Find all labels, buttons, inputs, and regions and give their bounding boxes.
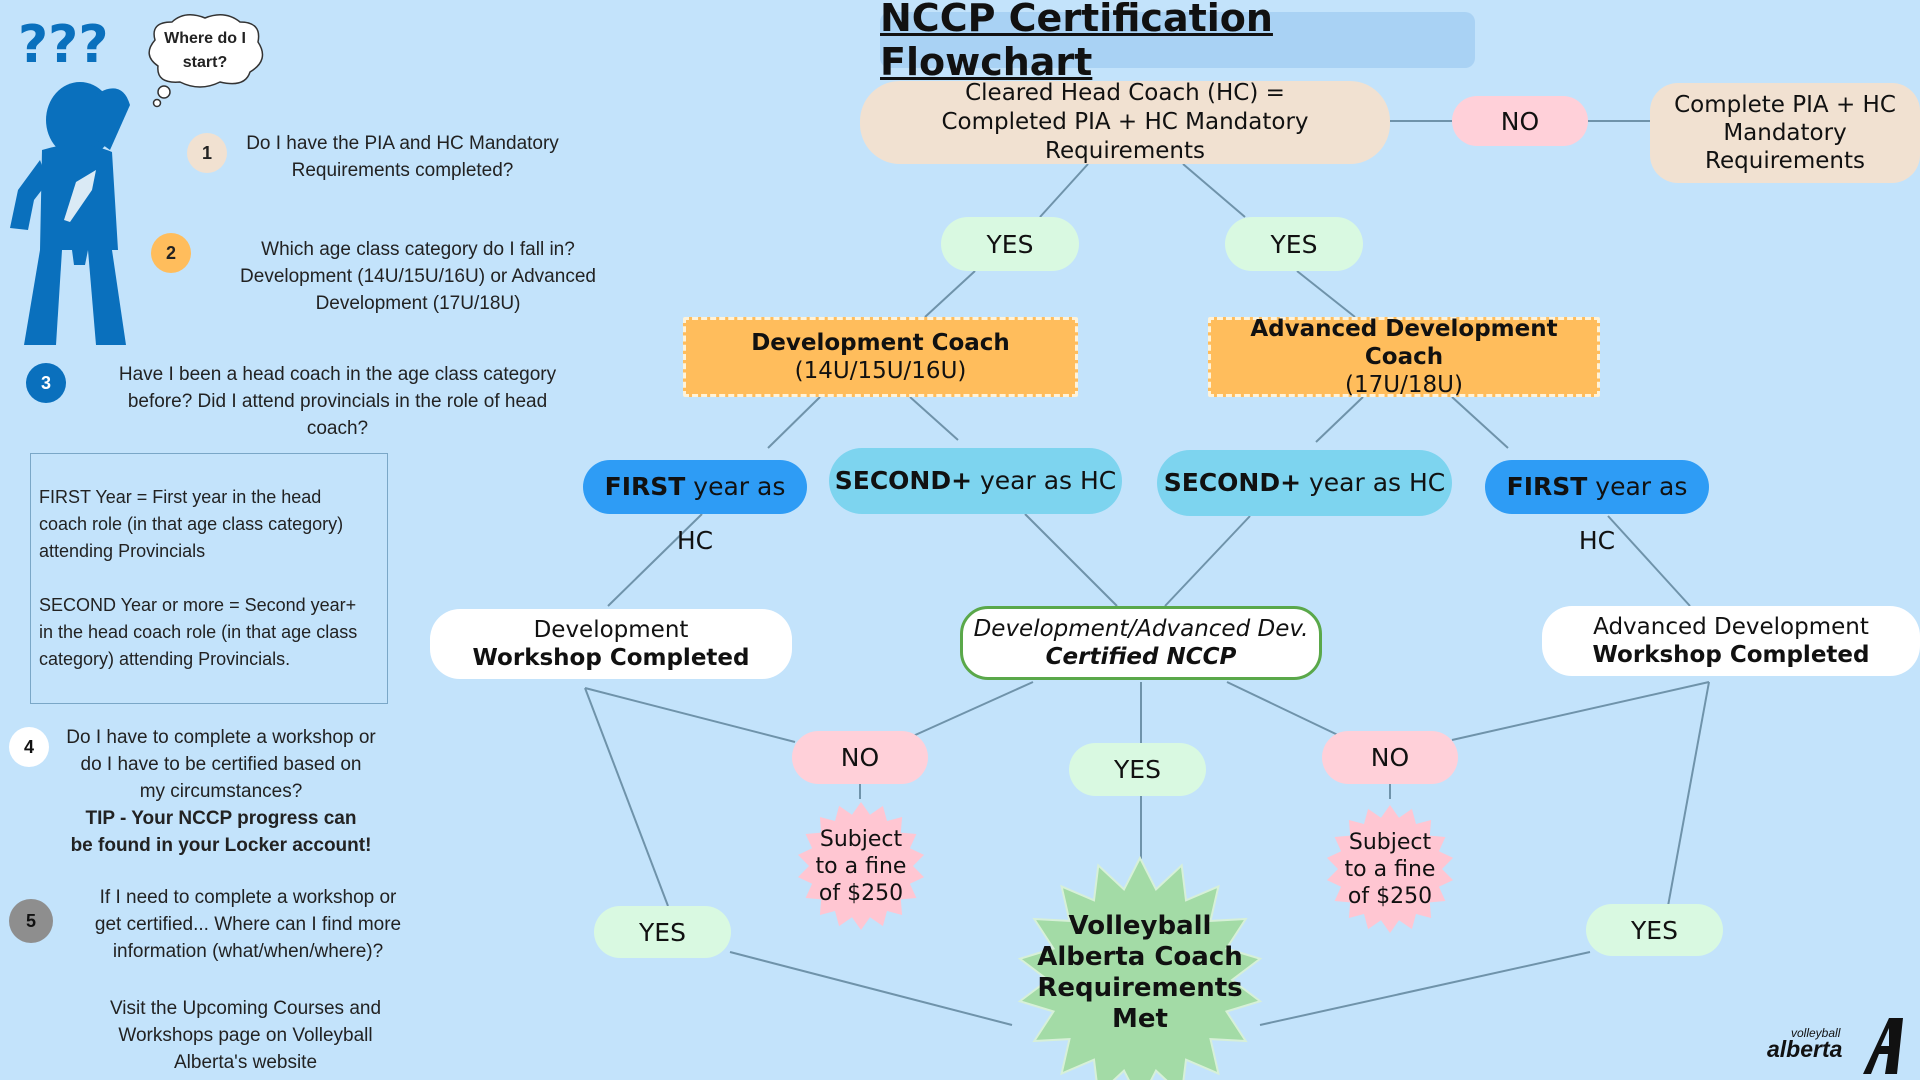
yes-left-node: YES: [941, 217, 1079, 271]
question-2-text: Which age class category do I fall in? D…: [240, 239, 596, 314]
first-year-right-node: FIRST year as HC: [1485, 460, 1709, 555]
fine-right-burst: [1327, 805, 1453, 933]
no-left-node: NO: [792, 731, 928, 784]
fine-right-text: Subject to a fine of $250: [1344, 829, 1436, 909]
no-right-node: NO: [1322, 731, 1458, 784]
definition-second-year: SECOND Year or more = Second year+ in th…: [39, 595, 358, 669]
yes-bottom-right-node: YES: [1586, 904, 1723, 956]
certified-nccp-node: Development/Advanced Dev. Certified NCCP: [960, 606, 1322, 680]
requirements-met-burst: [1017, 855, 1263, 1080]
question-5-number: 5: [9, 899, 53, 943]
fine-left-text: Subject to a fine of $250: [815, 826, 907, 906]
requirements-met-text: Volleyball Alberta Coach Requirements Me…: [1037, 911, 1243, 1034]
advanced-development-coach-node: Advanced Development Coach (17U/18U): [1208, 316, 1600, 398]
question-5-text: If I need to complete a workshop or get …: [94, 887, 402, 962]
page-title: NCCP Certification Flowchart: [880, 0, 1475, 84]
question-4-text: Do I have to complete a workshop or do I…: [48, 724, 394, 859]
development-workshop-node: Development Workshop Completed: [430, 609, 792, 679]
question-marks: ???: [18, 15, 109, 75]
question-4-number: 4: [9, 727, 49, 767]
no-top-node: NO: [1452, 96, 1588, 146]
definition-first-year: FIRST Year = First year in the head coac…: [39, 487, 344, 561]
cleared-head-coach-node: Cleared Head Coach (HC) = Completed PIA …: [860, 80, 1390, 164]
yes-center-node: YES: [1069, 743, 1206, 796]
complete-pia-node: Complete PIA + HC Mandatory Requirements: [1650, 83, 1920, 183]
thought-bubble-text: Where do I start?: [164, 30, 246, 71]
volleyball-alberta-logo: volleyball alberta: [1765, 1010, 1915, 1078]
second-year-left-node: SECOND+ year as HC: [829, 448, 1122, 514]
yes-right-node: YES: [1225, 217, 1363, 271]
question-1-number: 1: [187, 133, 227, 173]
second-year-right-node: SECOND+ year as HC: [1157, 450, 1452, 516]
question-3-number: 3: [26, 363, 66, 403]
question-3-text: Have I been a head coach in the age clas…: [118, 364, 557, 439]
advanced-workshop-node: Advanced Development Workshop Completed: [1542, 606, 1920, 676]
development-coach-node: Development Coach (14U/15U/16U): [683, 317, 1078, 397]
question-2-number: 2: [151, 233, 191, 273]
fine-left-burst: [798, 802, 924, 930]
first-year-left-node: FIRST year as HC: [583, 460, 807, 555]
question-5-answer: Visit the Upcoming Courses and Workshops…: [109, 998, 382, 1073]
definitions-box: FIRST Year = First year in the head coac…: [30, 453, 388, 704]
logo-emblem-icon: [1863, 1018, 1903, 1074]
question-4-tip: TIP - Your NCCP progress can: [85, 808, 357, 829]
yes-bottom-left-node: YES: [594, 906, 731, 958]
question-1-text: Do I have the PIA and HC Mandatory Requi…: [246, 133, 559, 181]
thinking-person-icon: ???: [10, 14, 264, 345]
